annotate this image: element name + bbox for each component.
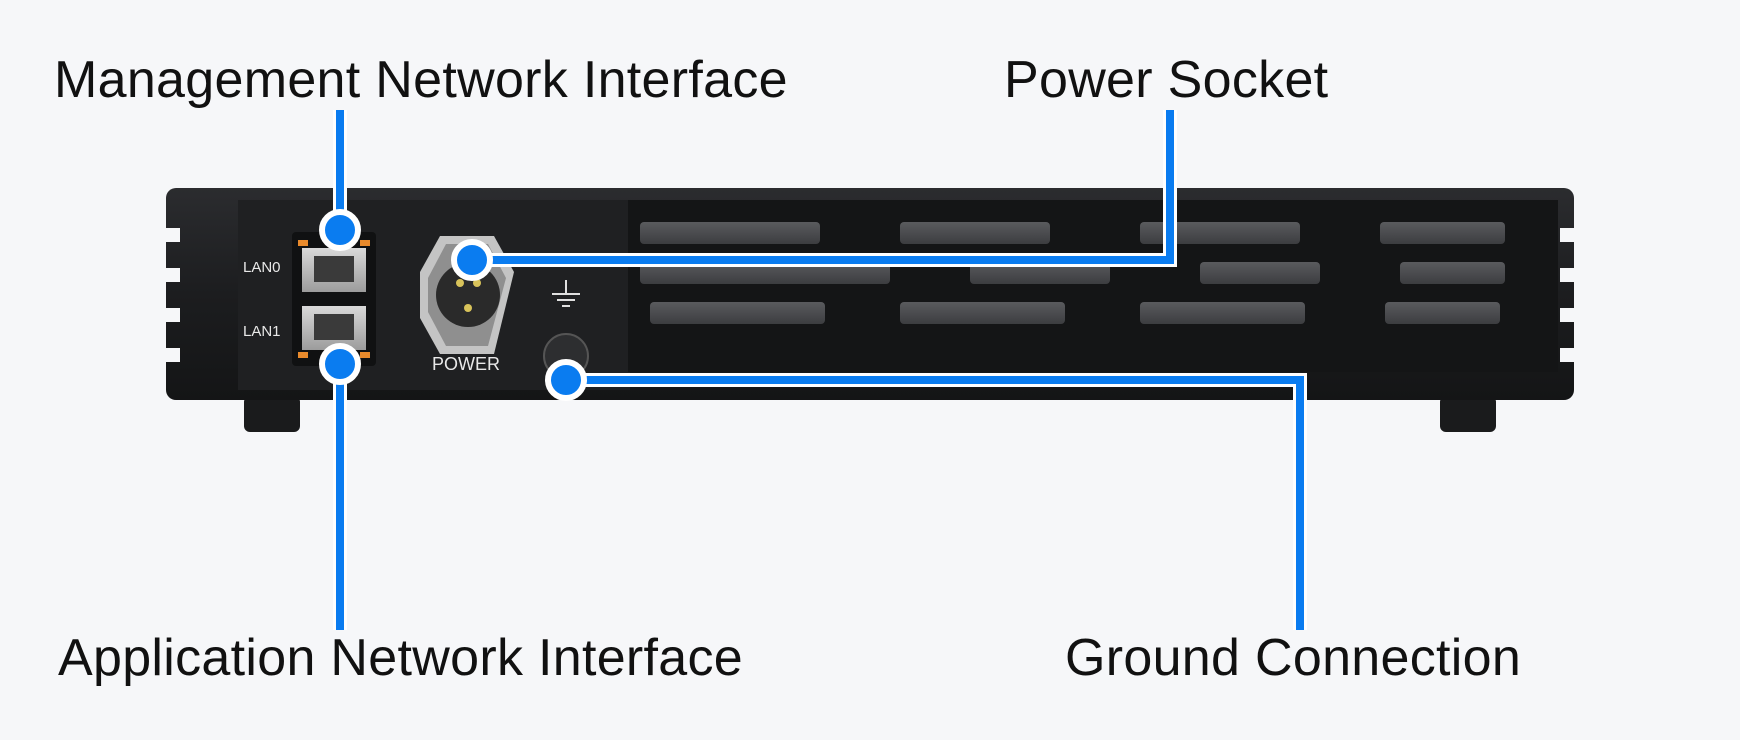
foot-left	[244, 396, 300, 432]
callout-application-network-interface: Application Network Interface	[58, 629, 744, 687]
lan1-port	[298, 306, 370, 358]
leader-dots	[319, 209, 587, 401]
dot-ground	[545, 359, 587, 401]
device-feet	[244, 396, 1496, 432]
power-label: POWER	[432, 354, 500, 374]
leader-lines	[336, 110, 1304, 630]
callout-management-network-interface: Management Network Interface	[54, 51, 788, 109]
side-fins-right	[1560, 228, 1574, 362]
lan-ports: LAN0 LAN1	[243, 232, 376, 366]
side-fins-left	[166, 228, 180, 362]
vent-slots	[640, 222, 1505, 324]
callout-ground-connection: Ground Connection	[1065, 629, 1522, 687]
device-chassis	[166, 188, 1574, 400]
leader-ground	[566, 376, 1304, 630]
leader-power	[472, 110, 1174, 264]
lan0-label: LAN0	[243, 259, 281, 276]
callout-power-socket: Power Socket	[1004, 51, 1329, 109]
dot-management	[319, 209, 361, 251]
foot-right	[1440, 396, 1496, 432]
lan0-port	[298, 240, 370, 292]
lan1-label: LAN1	[243, 323, 281, 340]
dot-application	[319, 343, 361, 385]
dot-power	[451, 239, 493, 281]
